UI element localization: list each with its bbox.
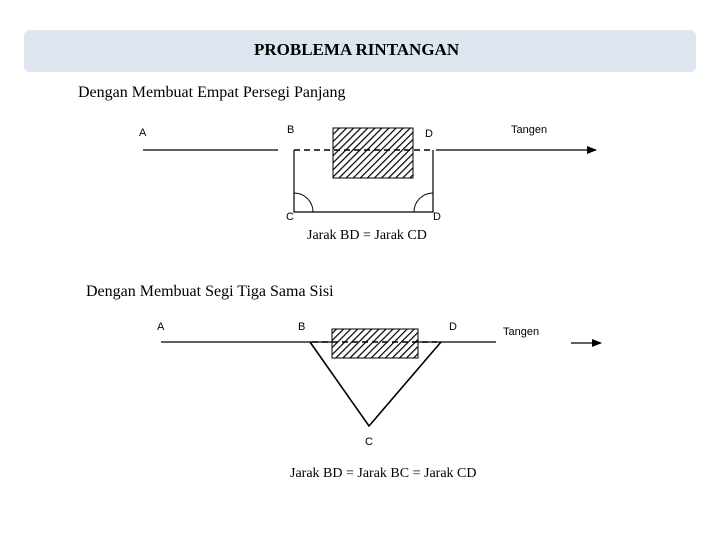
point-d-bottom-label: D — [433, 211, 441, 223]
tangent2-label: Tangen — [503, 326, 540, 338]
tangent-label: Tangen — [511, 124, 548, 136]
page-title: PROBLEMA RINTANGAN — [254, 40, 460, 59]
obstacle-box — [332, 127, 414, 179]
point-d-label: D — [425, 128, 433, 140]
right-angle-c — [293, 192, 314, 213]
section2-heading: Dengan Membuat Segi Tiga Sama Sisi — [86, 283, 334, 300]
section2-caption: Jarak BD = Jarak BC = Jarak CD — [290, 466, 477, 481]
obstacle-box-2 — [331, 328, 419, 359]
section1-heading: Dengan Membuat Empat Persegi Panjang — [78, 84, 346, 101]
point-b-label: B — [287, 124, 295, 136]
point-c2-label: C — [365, 436, 373, 448]
right-angle-d — [413, 192, 434, 213]
equilateral-triangle — [309, 341, 442, 428]
diagram-triangle — [161, 328, 602, 428]
point-b2-label: B — [298, 321, 306, 333]
point-d2-label: D — [449, 321, 457, 333]
title-bar: PROBLEMA RINTANGAN — [24, 30, 696, 72]
point-a-label: A — [139, 127, 147, 139]
section1-caption: Jarak BD = Jarak CD — [307, 228, 427, 243]
offset-rectangle — [293, 150, 434, 213]
point-a2-label: A — [157, 321, 165, 333]
diagram-rectangle — [143, 127, 597, 213]
point-c-label: C — [286, 211, 294, 223]
